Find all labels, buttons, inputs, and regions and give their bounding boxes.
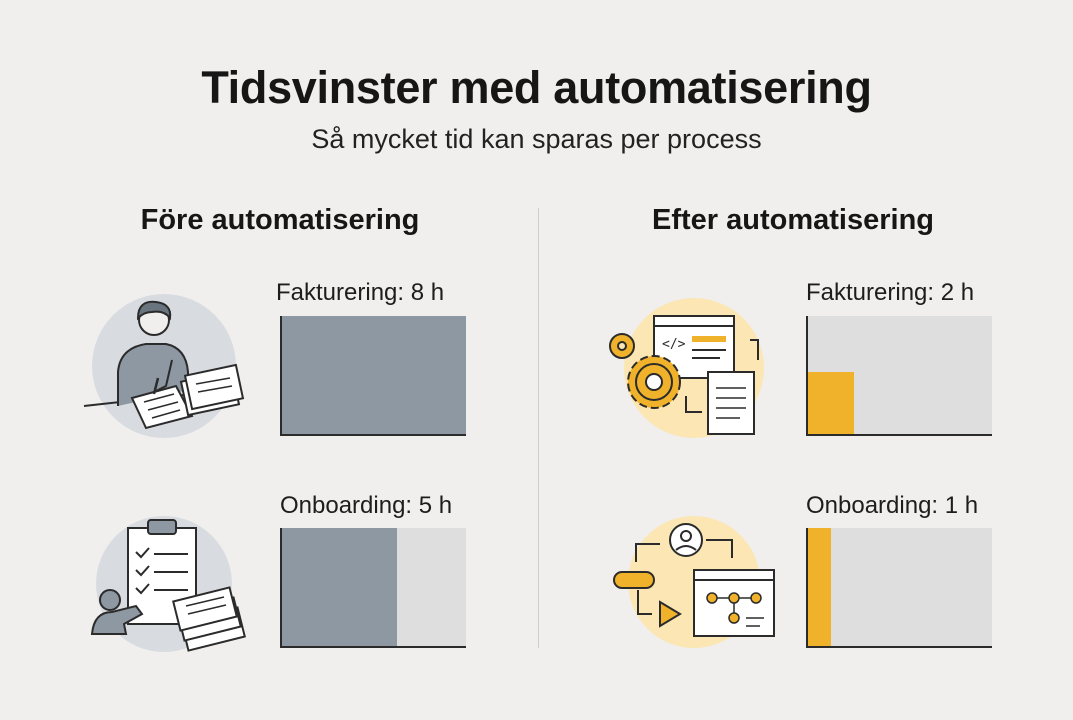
bar-track-after-invoicing <box>806 316 992 436</box>
gear-code-document-icon: </> <box>609 298 764 438</box>
person-with-papers-icon <box>83 294 245 438</box>
bar-label-after-invoicing: Fakturering: 2 h <box>806 279 975 306</box>
svg-text:</>: </> <box>662 337 686 352</box>
bar-track-after-onboarding <box>806 528 992 648</box>
heading-after: Efter automatisering <box>652 204 934 236</box>
bar-after-invoicing <box>808 372 854 434</box>
heading-before: Före automatisering <box>140 204 420 236</box>
bar-track-before-onboarding <box>280 528 466 648</box>
bar-after-onboarding <box>808 528 831 646</box>
bar-label-before-onboarding: Onboarding: 5 h <box>280 492 453 519</box>
bar-before-onboarding <box>282 528 397 646</box>
user-workflow-icon <box>613 516 775 648</box>
page-title: Tidsvinster med automatisering <box>201 62 872 113</box>
bar-before-invoicing <box>282 316 466 434</box>
column-divider <box>538 208 539 648</box>
bar-track-before-invoicing <box>280 316 466 436</box>
bar-label-before-invoicing: Fakturering: 8 h <box>276 279 445 306</box>
bar-label-after-onboarding: Onboarding: 1 h <box>806 492 979 519</box>
page-subtitle: Så mycket tid kan sparas per process <box>311 124 762 154</box>
clipboard-checklist-icon <box>90 516 246 652</box>
